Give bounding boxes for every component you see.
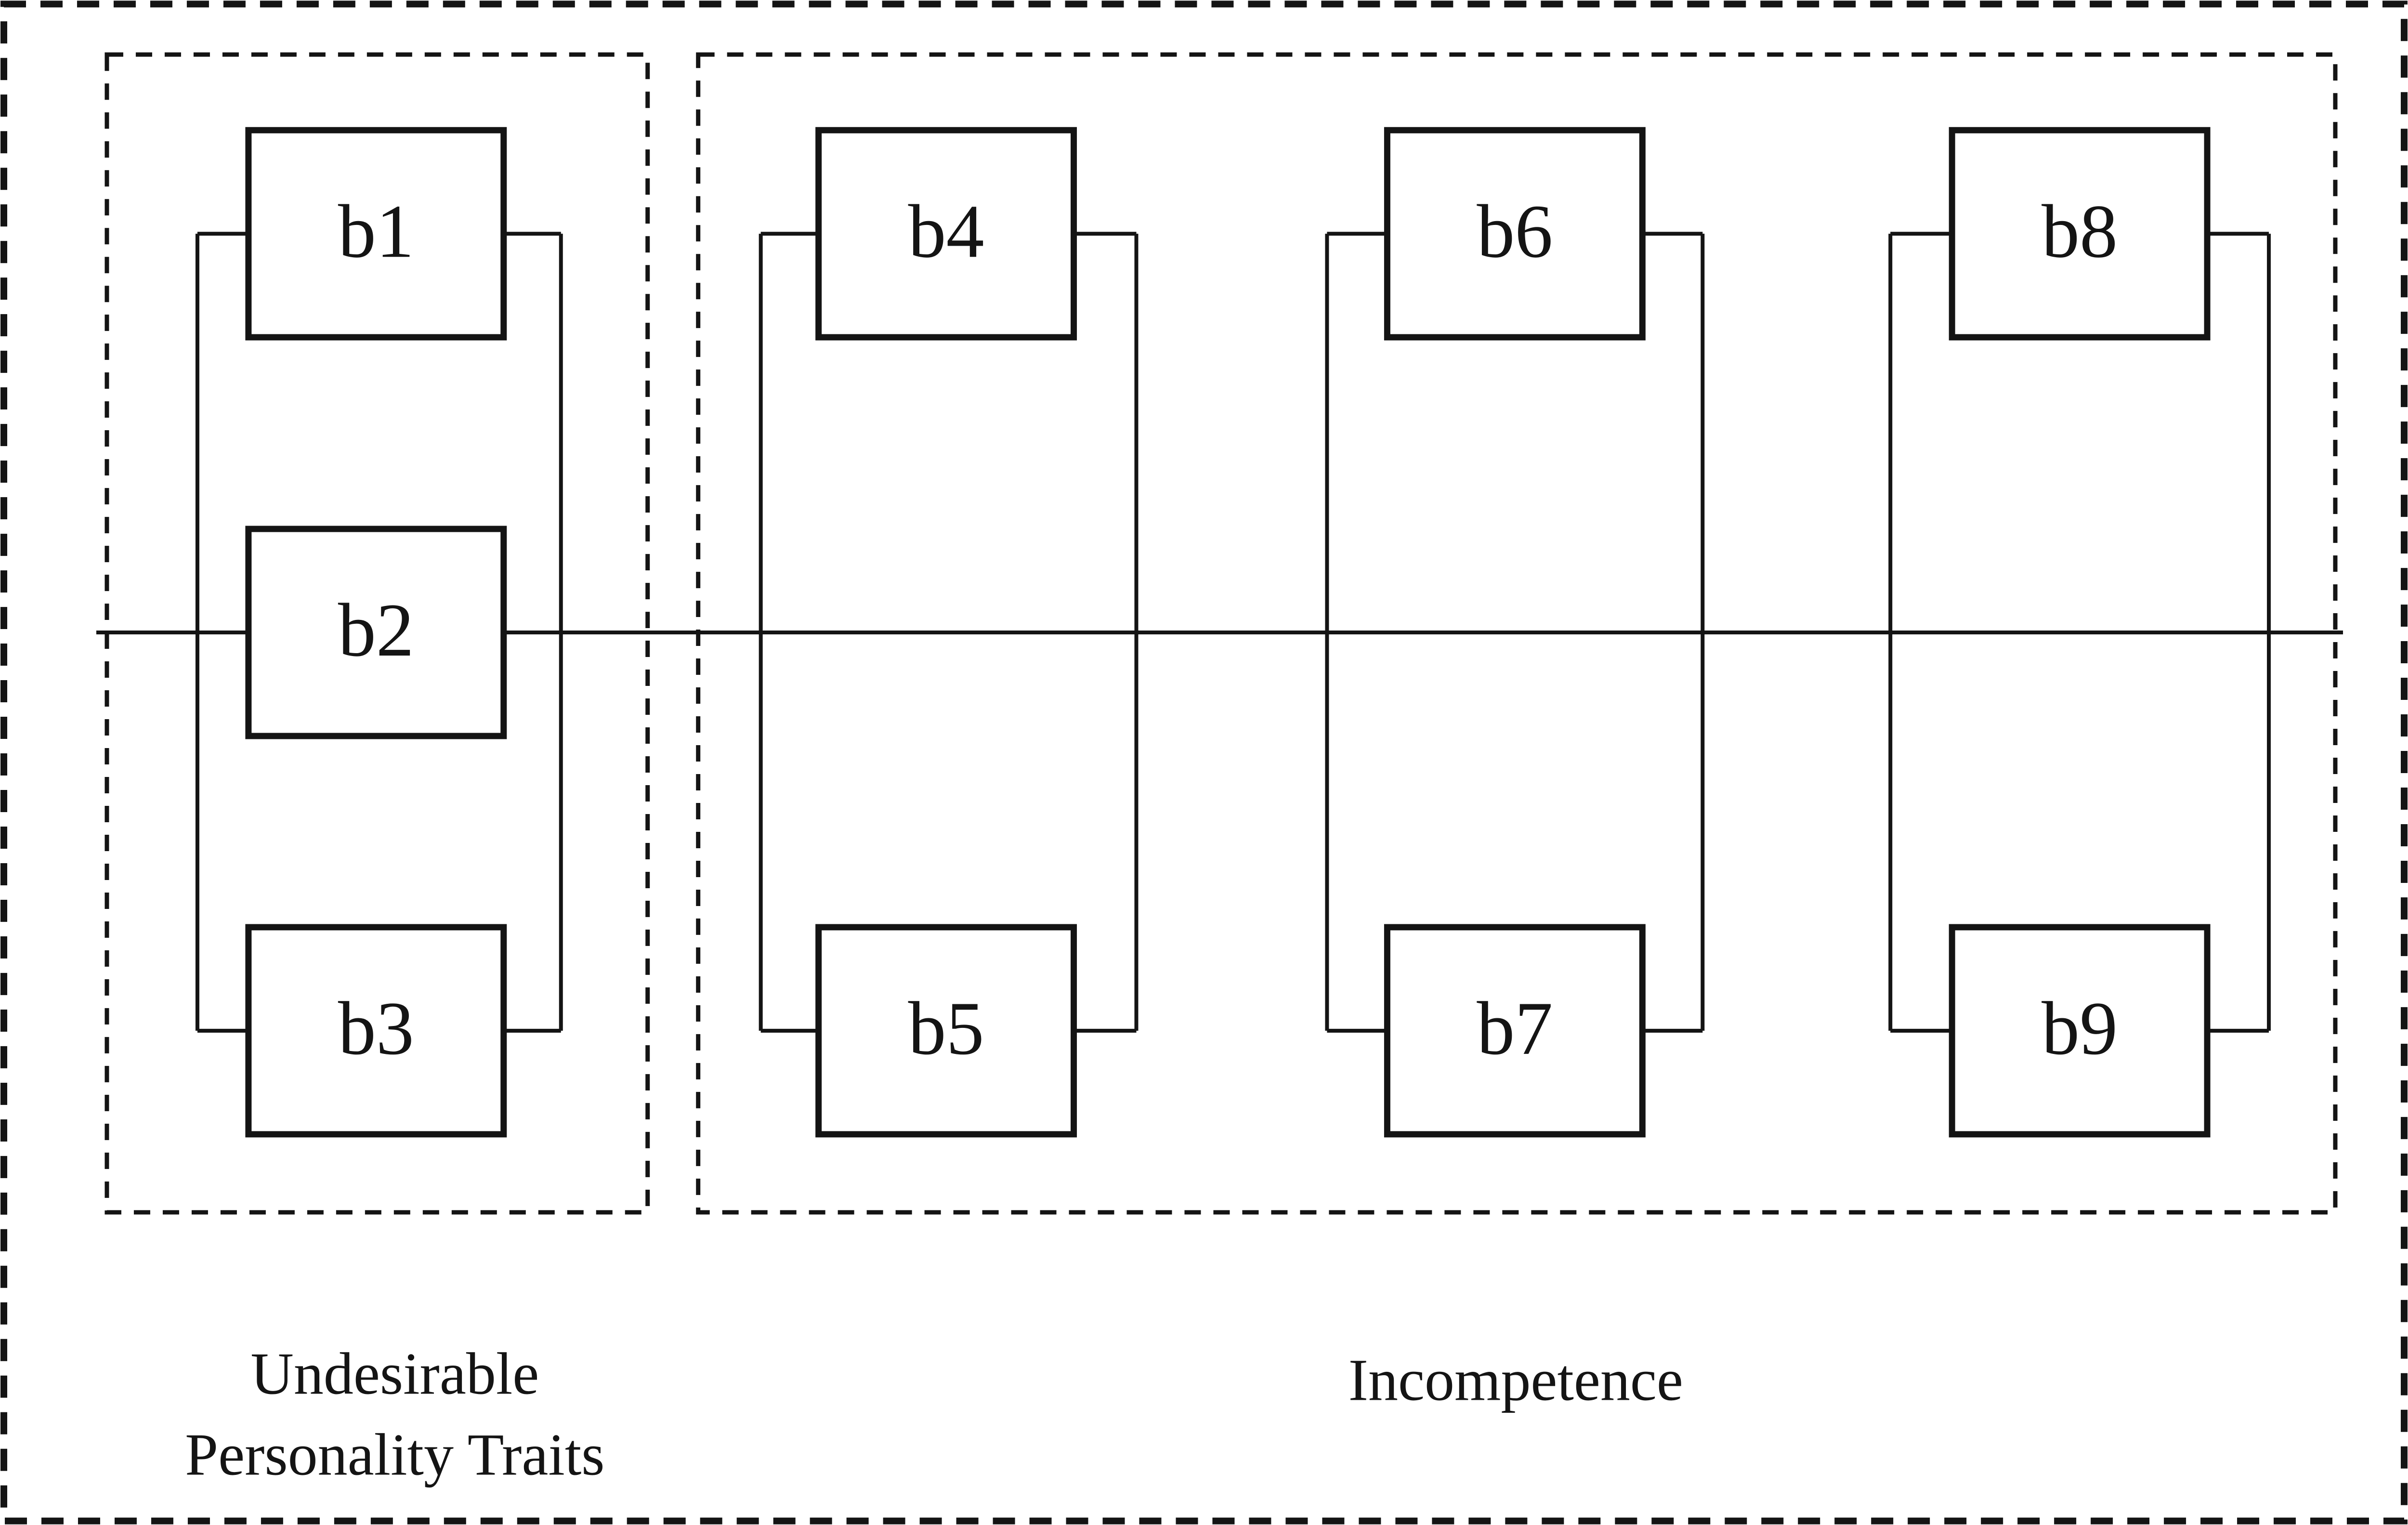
group2-caption-line1: Incompetence (1348, 1347, 1683, 1413)
block-b4-label: b4 (908, 189, 984, 274)
block-b1-label: b1 (338, 189, 414, 274)
block-b3-box (245, 924, 507, 1138)
block-b4-box (815, 127, 1077, 341)
block-b2: b2 (245, 526, 507, 739)
group1-caption-line2: Personality Traits (185, 1422, 604, 1488)
block-b6: b6 (1384, 127, 1646, 341)
block-b9-label: b9 (2042, 986, 2118, 1071)
block-b3: b3 (245, 924, 507, 1138)
block-b7-box (1384, 924, 1646, 1138)
block-b4: b4 (815, 127, 1077, 341)
block-b1-box (245, 127, 507, 341)
group-box-undesirable-personality-traits (105, 52, 650, 1215)
block-b9-box (1949, 924, 2211, 1138)
block-b5-label: b5 (908, 986, 984, 1071)
block-b3-label: b3 (338, 986, 414, 1071)
group1-caption-line1: Undesirable (250, 1341, 539, 1407)
block-b6-box (1384, 127, 1646, 341)
block-b5-box (815, 924, 1077, 1138)
blocks: b1 b2 b3 b4 b5 b6 b7 b8 (245, 127, 2211, 1138)
block-b5: b5 (815, 924, 1077, 1138)
block-b7: b7 (1384, 924, 1646, 1138)
block-b8-label: b8 (2042, 189, 2118, 274)
group-box-incompetence (696, 52, 2338, 1215)
group-captions: Undesirable Personality Traits Incompete… (185, 1341, 1683, 1488)
block-b7-label: b7 (1477, 986, 1553, 1071)
block-b8: b8 (1949, 127, 2211, 341)
block-b8-box (1949, 127, 2211, 341)
block-b1: b1 (245, 127, 507, 341)
block-b6-label: b6 (1477, 189, 1553, 274)
block-b2-label: b2 (338, 588, 414, 672)
block-b9: b9 (1949, 924, 2211, 1138)
block-b2-box (245, 526, 507, 739)
